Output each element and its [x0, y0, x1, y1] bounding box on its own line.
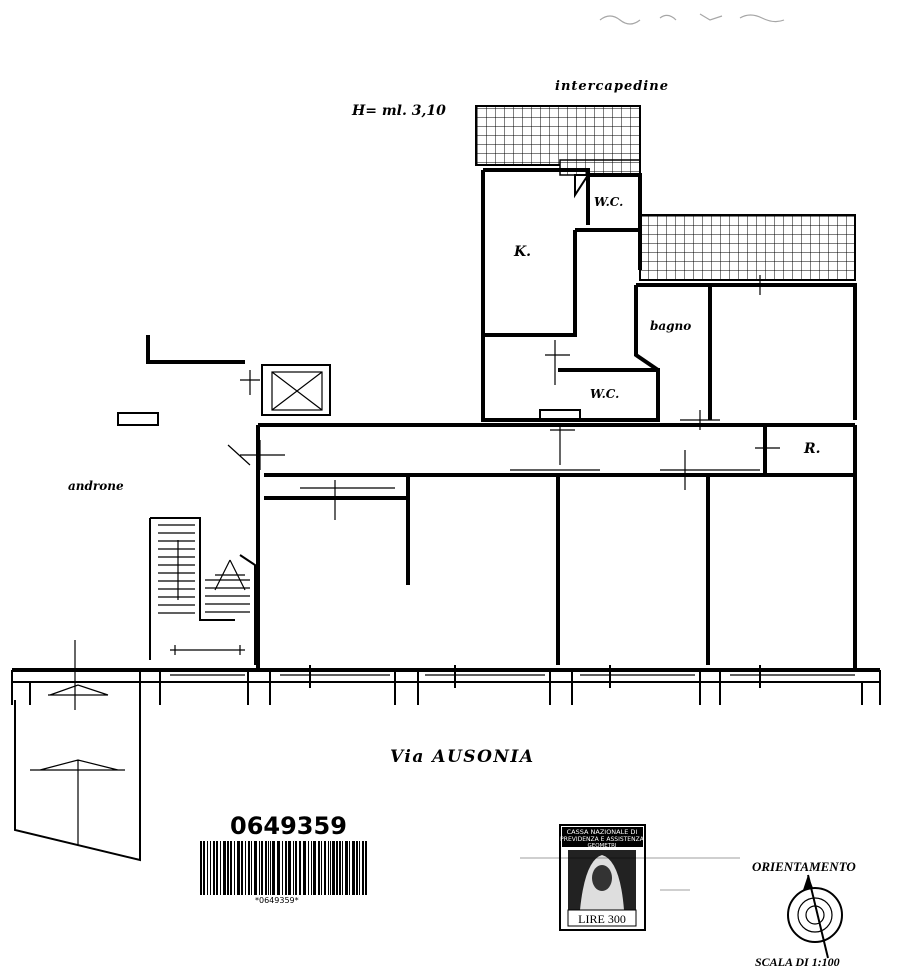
- scale-label: SCALA DI 1:100: [755, 955, 840, 969]
- bagno-label: bagno: [650, 319, 691, 333]
- barcode-bar: [203, 841, 205, 895]
- barcode-bar: [365, 841, 367, 895]
- barcode-bar: [234, 841, 235, 895]
- wc-lower-label: W.C.: [590, 387, 619, 401]
- barcode-bar: [308, 841, 309, 895]
- barcode-bar: [261, 841, 263, 895]
- stamp-line2: PREVIDENZA E ASSISTENZA: [560, 836, 645, 843]
- barcode-bar: [330, 841, 331, 895]
- stamp-line3: GEOMETRI: [587, 843, 616, 849]
- faint-signature: [520, 857, 740, 891]
- barcode-bar: [288, 841, 291, 895]
- orientation-label: ORIENTAMENTO: [752, 859, 856, 874]
- barcode-bar: [251, 841, 252, 895]
- barcode-bar: [237, 841, 240, 895]
- barcode-bar: [241, 841, 243, 895]
- stairwell: [117, 335, 331, 665]
- intercapedine-area: [475, 105, 856, 281]
- top-scribble: [599, 13, 785, 25]
- barcode-block: 0649359 *0649359*: [200, 812, 367, 905]
- barcode-bar: [295, 841, 297, 895]
- document-code: 0649359: [230, 812, 347, 840]
- storage-label: R.: [803, 441, 821, 457]
- street-label: Via AUSONIA: [390, 747, 535, 767]
- barcode-bar: [303, 841, 306, 895]
- androne-label: androne: [68, 479, 124, 493]
- barcode-bar: [359, 841, 360, 895]
- barcode-bar: [277, 841, 280, 895]
- barcode-bar: [318, 841, 320, 895]
- height-note: H= ml. 3,10: [351, 103, 446, 119]
- barcode-bar: [248, 841, 250, 895]
- barcode-bars: [200, 841, 367, 895]
- barcode-bar: [285, 841, 287, 895]
- barcode-bar: [345, 841, 348, 895]
- barcode-bar: [245, 841, 246, 895]
- barcode-bar: [272, 841, 275, 895]
- upper-rooms-walls: [481, 168, 857, 422]
- barcode-bar: [328, 841, 329, 895]
- orientation-compass: ORIENTAMENTO SCALA DI 1:100: [752, 859, 856, 969]
- north-arrow-icon: [807, 874, 829, 959]
- main-rooms-walls: [227, 275, 857, 672]
- barcode-bar: [265, 841, 267, 895]
- barcode-bar: [356, 841, 358, 895]
- barcode-bar: [349, 841, 350, 895]
- barcode-bar: [342, 841, 343, 895]
- barcode-bar: [282, 841, 283, 895]
- stamp-value: LIRE 300: [578, 912, 626, 926]
- barcode-bar: [207, 841, 208, 895]
- barcode-bar: [223, 841, 226, 895]
- barcode-bar: [336, 841, 338, 895]
- barcode-bar: [210, 841, 211, 895]
- barcode-bar: [362, 841, 364, 895]
- intercapedine-label: intercapedine: [555, 79, 669, 94]
- street-facade: [11, 665, 881, 705]
- stamp-line1: CASSA NAZIONALE DI: [567, 828, 638, 836]
- kitchen-label: K.: [513, 244, 531, 260]
- barcode-bar: [352, 841, 355, 895]
- barcode-bar: [324, 841, 326, 895]
- barcode-bar: [227, 841, 229, 895]
- barcode-bar: [332, 841, 335, 895]
- barcode-bar: [200, 841, 202, 895]
- barcode-bar: [213, 841, 215, 895]
- barcode-bar: [230, 841, 232, 895]
- barcode-bar: [299, 841, 301, 895]
- barcode-bar: [339, 841, 341, 895]
- barcode-bar: [293, 841, 294, 895]
- barcode-bar: [259, 841, 260, 895]
- entrance-ramp: [14, 640, 141, 862]
- revenue-stamp: CASSA NAZIONALE DI PREVIDENZA E ASSISTEN…: [559, 824, 646, 931]
- wc-upper-label: W.C.: [594, 195, 623, 209]
- barcode-bar: [270, 841, 271, 895]
- barcode-bar: [311, 841, 312, 895]
- barcode-bar: [220, 841, 221, 895]
- barcode-bar: [268, 841, 269, 895]
- barcode-bar: [321, 841, 322, 895]
- barcode-bar: [216, 841, 218, 895]
- barcode-bar: [313, 841, 316, 895]
- barcode-bar: [254, 841, 257, 895]
- barcode-text: *0649359*: [255, 896, 299, 905]
